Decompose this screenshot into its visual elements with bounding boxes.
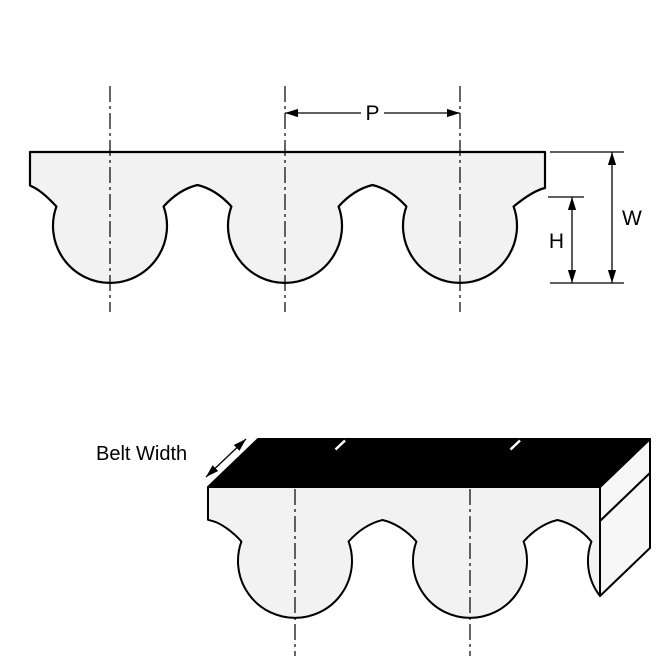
pitch-label: P (365, 102, 379, 125)
pitch-label-backing (361, 102, 384, 123)
belt-top-surface (207, 438, 651, 488)
belt-cross-section-figure: P W H (28, 86, 642, 312)
belt-end-face-tooth-cut (599, 472, 651, 597)
far-side-tooth-mark (334, 439, 346, 451)
belt-cross-section-profile (28, 150, 547, 284)
pitch-dimension: P (285, 102, 460, 125)
belt-width-label: Belt Width (96, 443, 187, 465)
belt-3d-figure: Belt Width (96, 438, 651, 656)
belt-width-annotation: Belt Width (96, 438, 247, 478)
belt-front-profile (207, 486, 601, 619)
far-side-tooth-mark (509, 439, 521, 451)
overall-height-label: W (622, 207, 642, 230)
belt-width-arrow (205, 438, 247, 478)
tooth-height-dimension: H (548, 196, 584, 283)
tooth-height-label: H (549, 230, 564, 253)
overall-height-dimension: W (550, 151, 642, 284)
